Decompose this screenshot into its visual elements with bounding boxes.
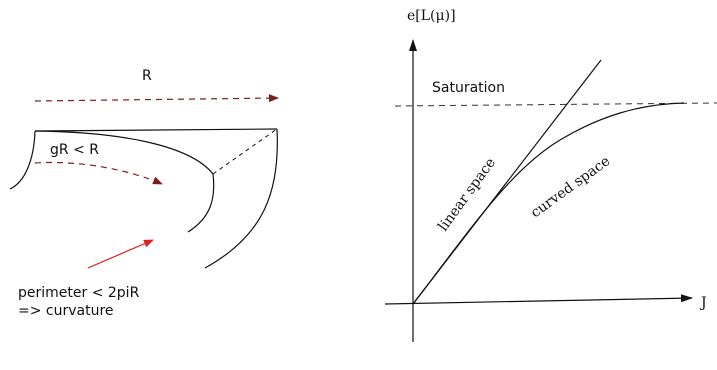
curved-space-label: curved space [528, 153, 613, 221]
geodesic-radius-label: gR < R [50, 142, 99, 158]
geodesic-dashed-arrow [34, 161, 163, 185]
surface-left-edge [9, 130, 36, 190]
radius-label: R [142, 68, 152, 84]
saturation-label: Saturation [432, 80, 505, 96]
chord-dashed-line [212, 128, 278, 175]
x-axis [384, 294, 693, 305]
curvature-sketch: R gR < R perimeter < 2piR => curvature [9, 68, 279, 319]
inner-arc [34, 130, 214, 175]
x-axis-label: J [699, 295, 707, 311]
saturation-graph: e[L(μ)] J Saturation linear space curved… [384, 8, 717, 342]
curved-space-curve [412, 102, 685, 305]
surface-top-edge [34, 128, 278, 132]
perimeter-note-line2: => curvature [18, 303, 114, 319]
perimeter-pointer-arrow [87, 239, 154, 269]
y-axis-label: e[L(μ)] [407, 8, 456, 24]
outer-right-curve [204, 128, 278, 269]
saturation-dashed-line [394, 102, 717, 107]
inner-fold-curve [187, 173, 215, 233]
radius-dashed-arrow [34, 94, 279, 103]
linear-space-label: linear space [435, 155, 499, 234]
perimeter-note-line1: perimeter < 2piR [18, 285, 140, 301]
